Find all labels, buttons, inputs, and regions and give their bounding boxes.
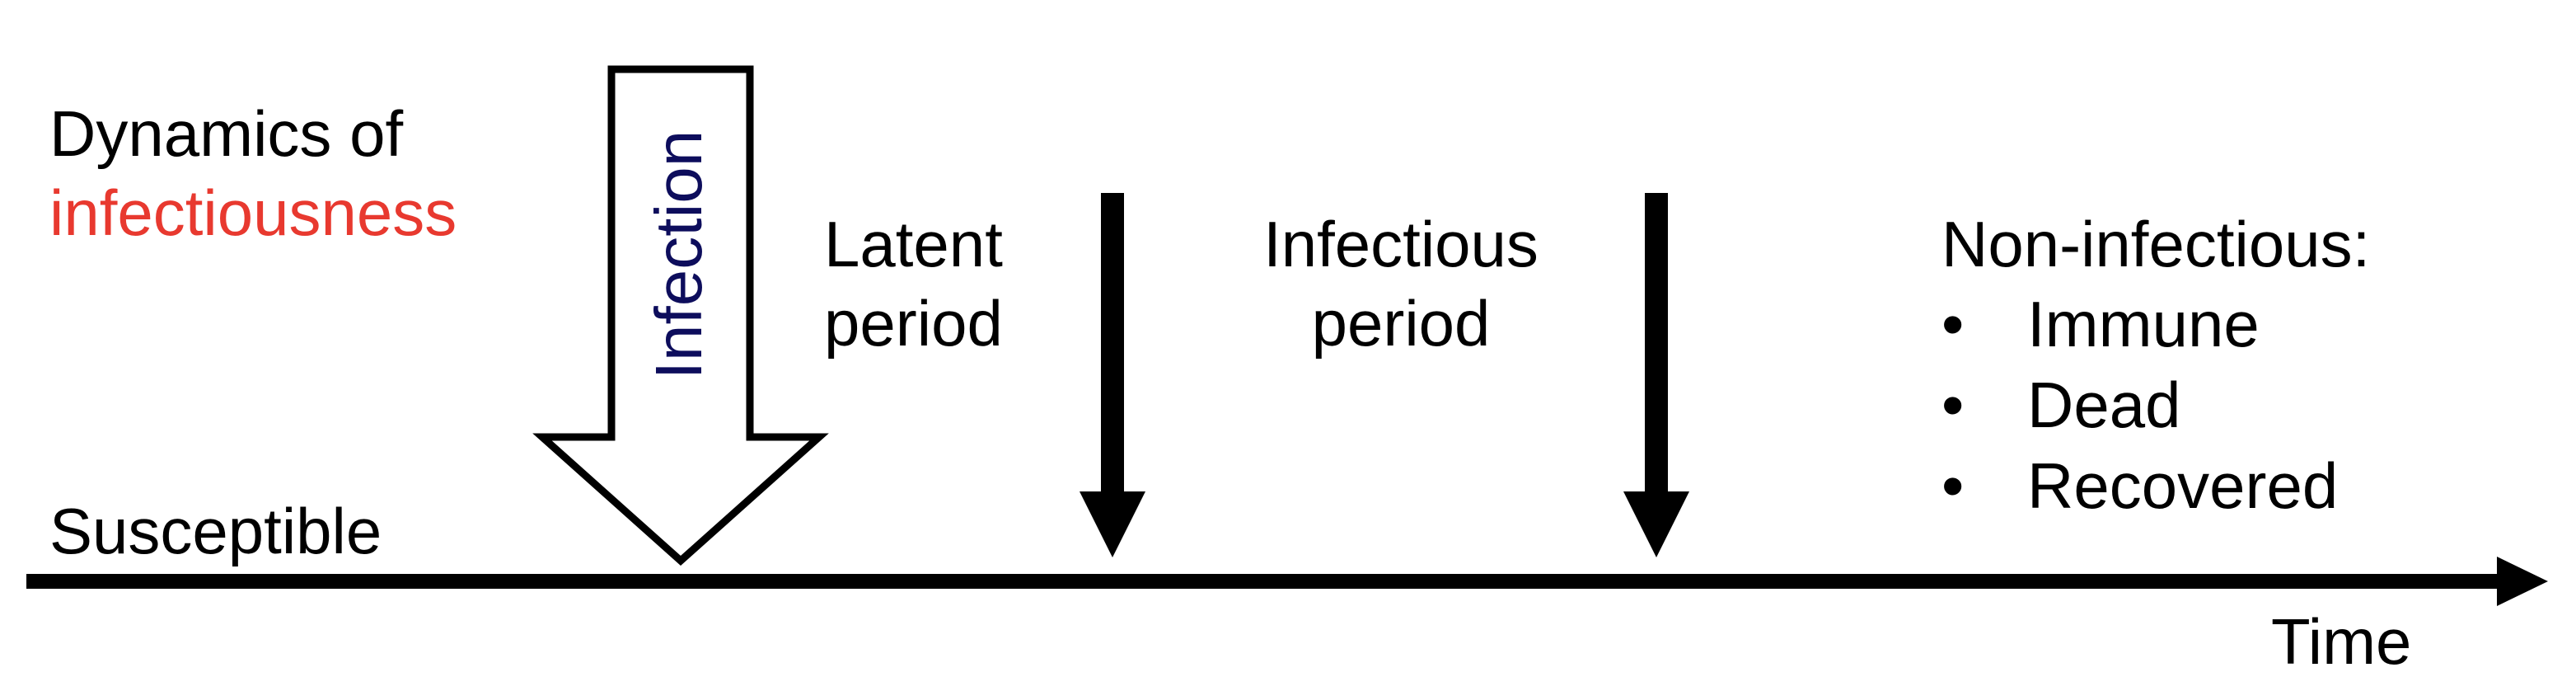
latent-end-arrow-shaft xyxy=(1101,193,1124,495)
bullet-icon: • xyxy=(1941,288,1965,360)
infectious-line-2: period xyxy=(1311,287,1491,360)
noninfectious-list: • Immune • Dead • Recovered xyxy=(1941,284,2338,526)
latent-line-2: period xyxy=(824,287,1003,360)
list-item-label: Dead xyxy=(2027,369,2181,441)
list-item: • Dead xyxy=(1941,364,2338,445)
infectious-line-1: Infectious xyxy=(1263,208,1539,280)
bullet-icon: • xyxy=(1941,369,1965,441)
title-line-2-accent: infectiousness xyxy=(49,176,457,249)
title-line-1: Dynamics of xyxy=(49,97,404,170)
list-item: • Immune xyxy=(1941,284,2338,364)
infection-arrow xyxy=(532,65,829,566)
noninfectious-heading: Non-infectious: xyxy=(1941,208,2371,280)
latent-end-arrow-head xyxy=(1080,491,1145,557)
infectious-end-arrow-head xyxy=(1623,491,1689,557)
latent-period-label: Latent period xyxy=(824,204,1003,363)
diagram-title: Dynamics of infectiousness xyxy=(49,94,457,252)
bullet-icon: • xyxy=(1941,449,1965,522)
list-item-label: Recovered xyxy=(2027,449,2339,522)
list-item-label: Immune xyxy=(2027,288,2260,360)
latent-line-1: Latent xyxy=(824,208,1003,280)
time-axis-arrowhead xyxy=(2497,557,2548,606)
infectious-end-arrow-shaft xyxy=(1645,193,1668,495)
list-item: • Recovered xyxy=(1941,445,2338,526)
susceptible-label: Susceptible xyxy=(49,495,382,567)
infectious-period-label: Infectious period xyxy=(1228,204,1574,363)
infection-label-text: Infection xyxy=(642,129,715,380)
time-axis-label: Time xyxy=(2271,605,2412,678)
